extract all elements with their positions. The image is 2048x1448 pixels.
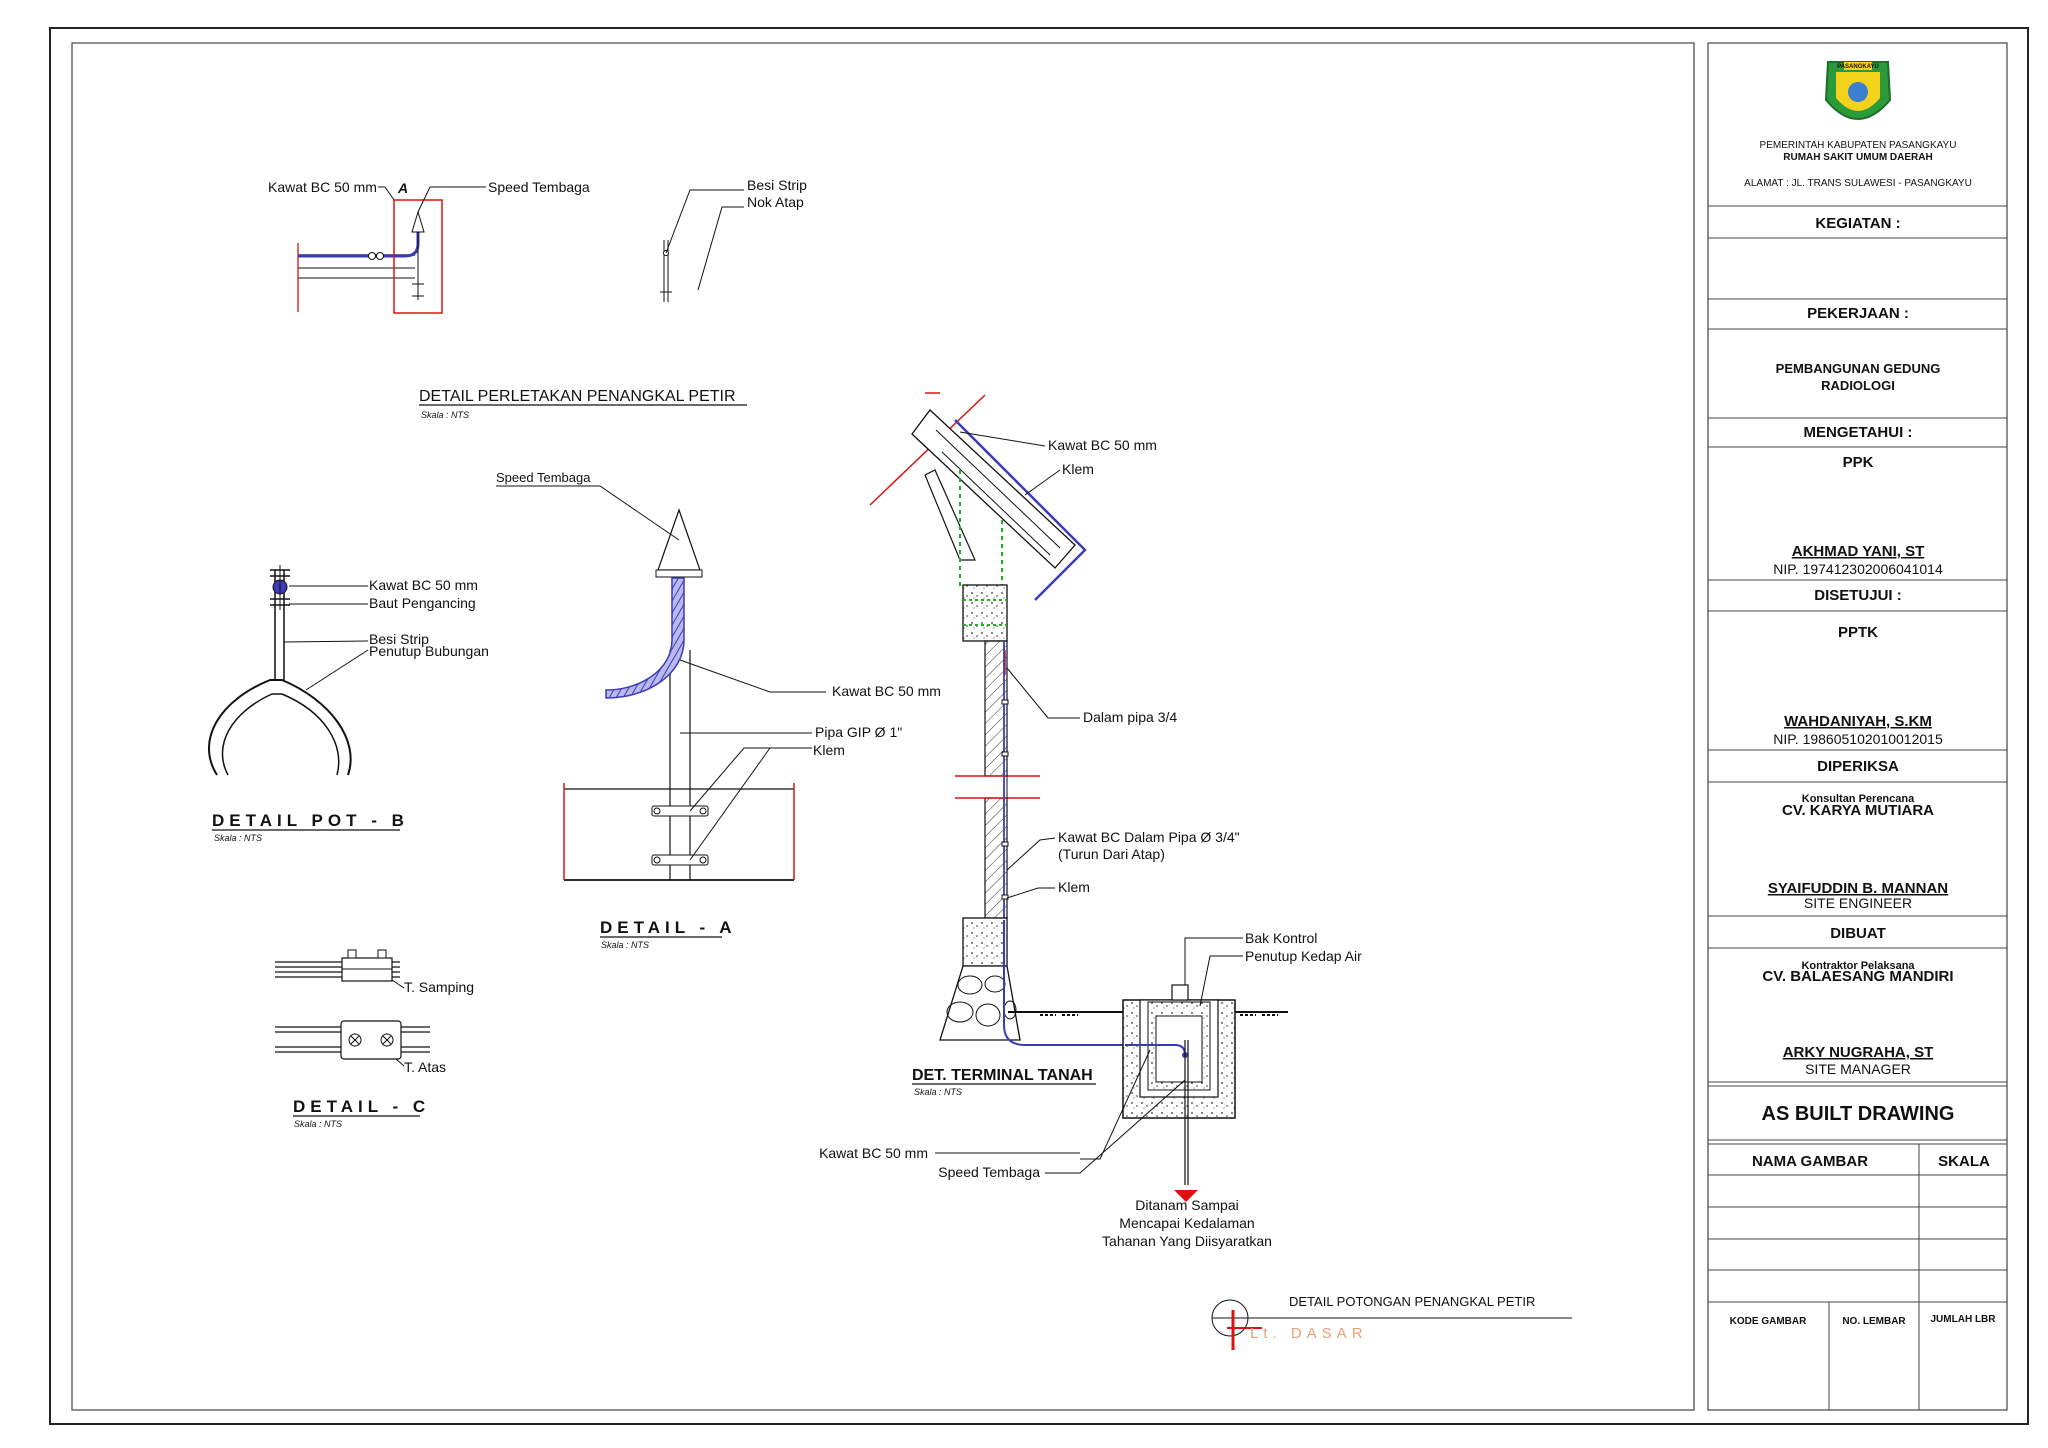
outer-border [49,27,2029,1425]
label-t-atas: T. Atas [404,1059,446,1075]
mengetahui-label: MENGETAHUI : [1804,424,1913,441]
site-manager-name: ARKY NUGRAHA, ST [1783,1044,1934,1061]
pekerjaan-line-2: RADIOLOGI [1821,378,1895,393]
note-line-1: Ditanam Sampai [1135,1197,1239,1213]
title-block: PASANGKAYU PEMERINTAH KABUPATEN PASANGKA… [1708,61,2007,1410]
det-terminal-scale: Skala : NTS [914,1087,962,1097]
detail-perletakan-title: DETAIL PERLETAKAN PENANGKAL PETIR [419,388,736,405]
label-kawat-bc: Kawat BC 50 mm [369,577,478,593]
label-klem-mid: Klem [1058,879,1090,895]
det-terminal-title: DET. TERMINAL TANAH [912,1067,1093,1084]
label-baut-pengancing: Baut Pengancing [369,595,476,611]
section-title: DETAIL POTONGAN PENANGKAL PETIR Lt. DASA… [1211,1294,1572,1350]
label-kawat-top: Kawat BC 50 mm [1048,437,1157,453]
detail-c: T. Samping T. Atas DETAIL - C Skala : NT… [275,949,474,1129]
diperiksa-label: DIPERIKSA [1817,758,1899,775]
label-bak-kontrol: Bak Kontrol [1245,930,1317,946]
detail-a-title: DETAIL - A [600,918,737,937]
detail-pot-b-scale: Skala : NTS [214,833,262,843]
label-kawat-bc: Kawat BC 50 mm [268,179,377,195]
label-t-samping: T. Samping [404,979,474,995]
org-address: ALAMAT : JL. TRANS SULAWESI - PASANGKAYU [1744,178,1972,189]
label-pipa-gip: Pipa GIP Ø 1" [815,724,902,740]
pptk-label: PPTK [1838,624,1878,641]
label-klem-top: Klem [1062,461,1094,477]
pekerjaan-label: PEKERJAAN : [1807,305,1909,322]
detail-c-scale: Skala : NTS [294,1119,342,1129]
marker-a: A [397,180,408,196]
ppk-nip: NIP. 197412302006041014 [1773,561,1943,577]
detail-perletakan-scale: Skala : NTS [421,410,469,420]
label-speed-tembaga: Speed Tembaga [488,179,590,195]
label-speed-tembaga: Speed Tembaga [496,470,591,485]
section-title-text: DETAIL POTONGAN PENANGKAL PETIR [1289,1294,1535,1309]
kegiatan-label: KEGIATAN : [1815,215,1900,232]
label-penutup-bubungan: Penutup Bubungan [369,643,489,659]
drawing-frame [71,42,1695,1411]
pekerjaan-line-1: PEMBANGUNAN GEDUNG [1776,361,1941,376]
label-besi-strip: Besi Strip [369,631,429,647]
label-kawat-dalam-2: (Turun Dari Atap) [1058,846,1165,862]
ppk-label: PPK [1843,454,1874,471]
kode-gambar-label: KODE GAMBAR [1730,1316,1807,1327]
as-built-label: AS BUILT DRAWING [1762,1103,1955,1125]
skala-label: SKALA [1938,1153,1990,1170]
site-engineer-role: SITE ENGINEER [1804,895,1912,911]
t-atas-clamp [275,1020,430,1060]
label-klem: Klem [813,742,845,758]
logo: PASANGKAYU [1824,61,1892,120]
org-line-1: PEMERINTAH KABUPATEN PASANGKAYU [1760,140,1957,151]
detail-perletakan: A Kawat BC 50 mm Speed Tembaga Besi Stri… [268,177,807,420]
detail-c-title: DETAIL - C [293,1097,430,1116]
no-lembar-label: NO. LEMBAR [1842,1316,1906,1327]
site-engineer-name: SYAIFUDDIN B. MANNAN [1768,880,1948,897]
section-level: Lt. DASAR [1250,1325,1368,1342]
detail-a-highlight-box [393,199,443,314]
label-penutup-kedap-air: Penutup Kedap Air [1245,948,1362,964]
note-line-3: Tahanan Yang Diisyaratkan [1102,1233,1272,1249]
org-line-2: RUMAH SAKIT UMUM DAERAH [1783,152,1932,163]
label-dalam-pipa: Dalam pipa 3/4 [1083,709,1177,725]
kontraktor-name: CV. BALAESANG MANDIRI [1762,968,1953,985]
site-manager-role: SITE MANAGER [1805,1061,1911,1077]
pptk-name: WAHDANIYAH, S.KM [1784,713,1932,730]
kontraktor-label: Kontraktor Pelaksana [1801,960,1915,972]
note-line-2: Mencapai Kedalaman [1119,1215,1254,1231]
detail-pot-b-title: DETAIL POT - B [212,811,409,830]
detail-a-scale: Skala : NTS [601,940,649,950]
nama-gambar-label: NAMA GAMBAR [1752,1153,1868,1170]
svg-text:PASANGKAYU: PASANGKAYU [1837,64,1879,70]
label-kawat-bc: Kawat BC 50 mm [832,683,941,699]
disetujui-label: DISETUJUI : [1814,587,1902,604]
label-nok-atap: Nok Atap [747,194,804,210]
konsultan-label: Konsultan Perencana [1802,793,1915,805]
pptk-nip: NIP. 198605102010012015 [1773,731,1943,747]
dibuat-label: DIBUAT [1830,925,1886,942]
label-besi-strip: Besi Strip [747,177,807,193]
label-kawat-bottom: Kawat BC 50 mm [819,1145,928,1161]
t-samping-clamp [275,949,400,982]
label-speed-bottom: Speed Tembaga [938,1164,1040,1180]
det-terminal-tanah: Bak Kontrol Penutup Kedap Air Kawat BC 5… [819,392,1362,1249]
detail-a: Speed Tembaga Kawat BC 50 mm Pipa GIP Ø … [496,470,941,950]
jumlah-lbr-label: JUMLAH LBR [1931,1314,1997,1325]
ppk-name: AKHMAD YANI, ST [1792,543,1925,560]
konsultan-name: CV. KARYA MUTIARA [1782,802,1934,819]
label-kawat-dalam-1: Kawat BC Dalam Pipa Ø 3/4" [1058,829,1240,845]
title-block-frame [1707,42,2008,1411]
detail-pot-b: Kawat BC 50 mm Baut Pengancing Besi Stri… [207,565,489,843]
